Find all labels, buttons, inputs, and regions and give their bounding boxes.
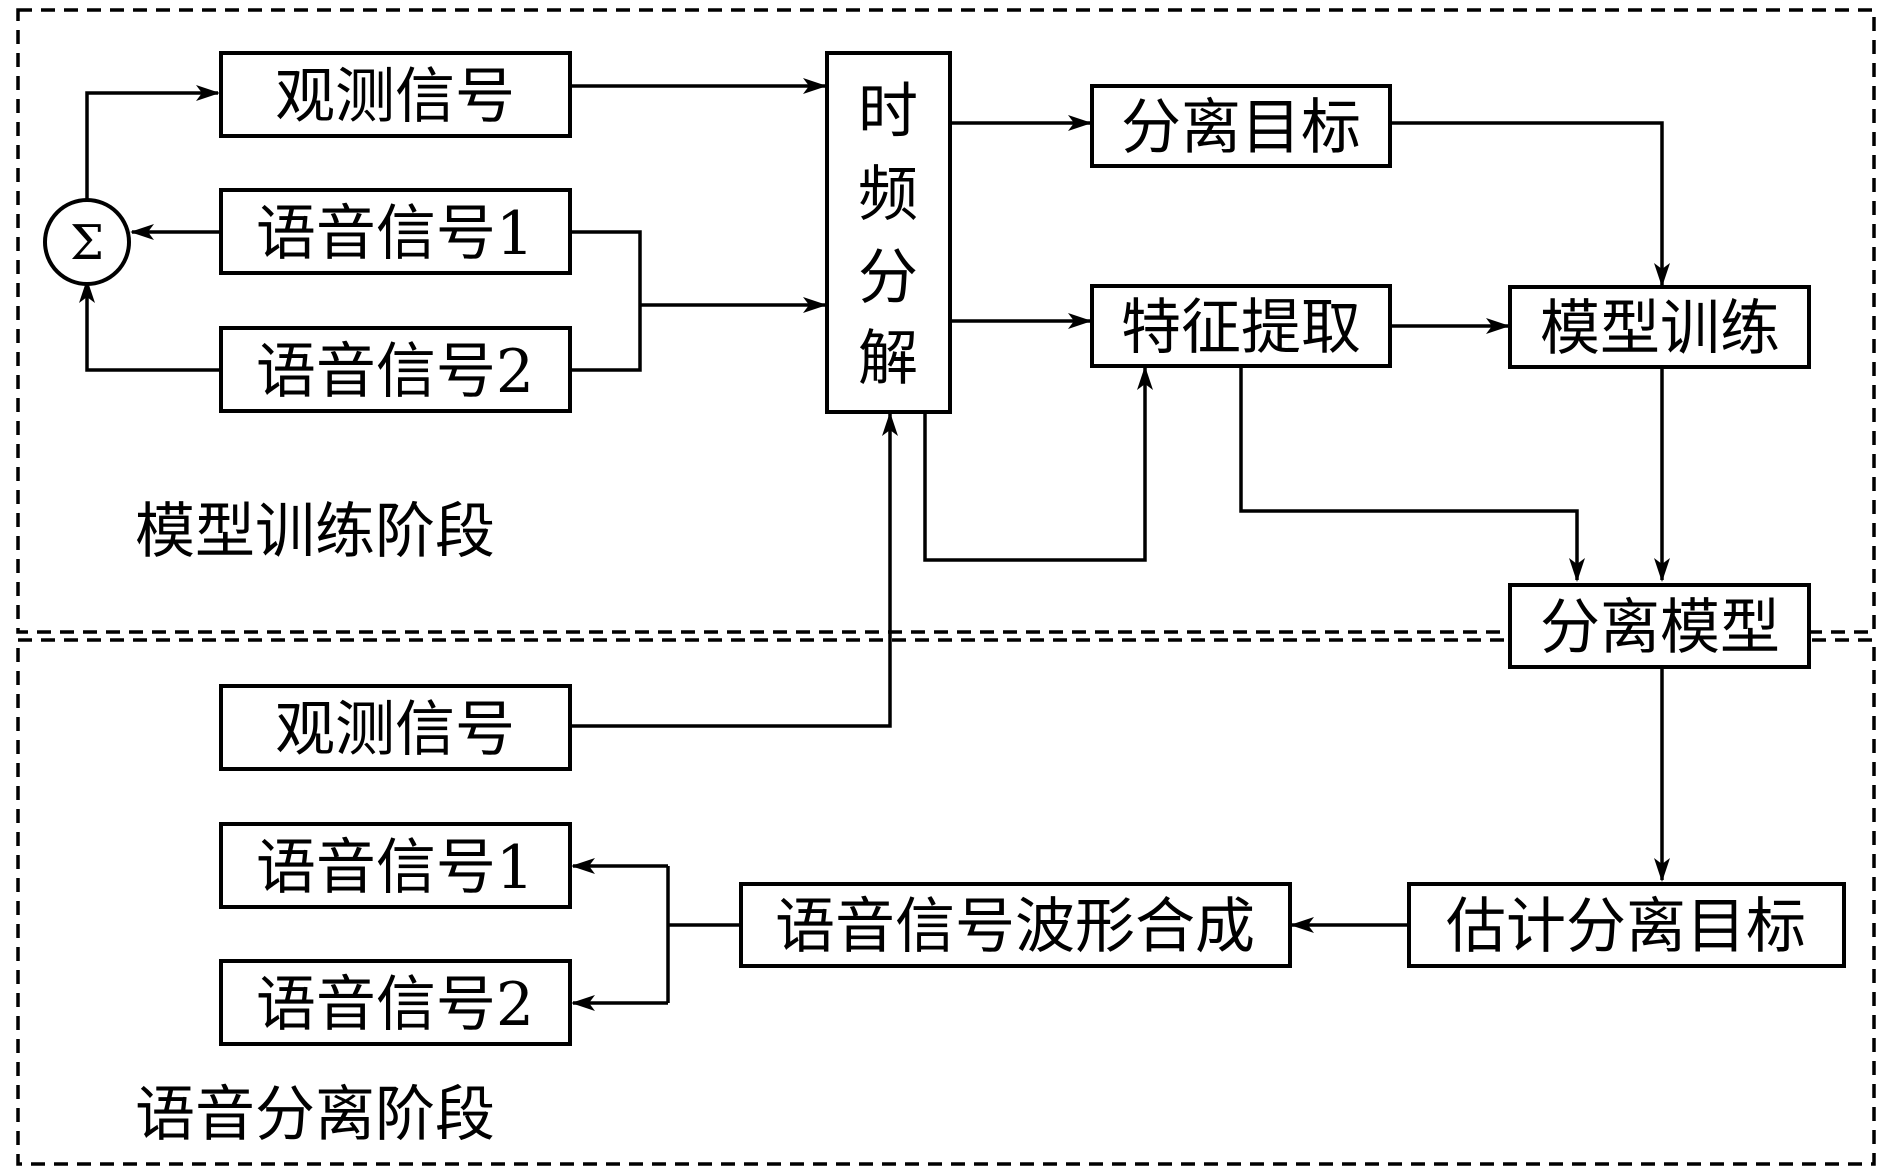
node-separation-model: 分离模型 — [1508, 583, 1811, 669]
edge-target-to-train — [1390, 121, 1670, 287]
separation-stage-frame — [16, 638, 1876, 1166]
node-speech1-bottom: 语音信号1 — [219, 822, 572, 909]
node-speech1-top: 语音信号1 — [219, 188, 572, 275]
node-separation-target-label: 分离目标 — [1121, 93, 1361, 163]
node-speech2-top-label: 语音信号2 — [256, 337, 534, 407]
node-model-training-label: 模型训练 — [1540, 294, 1780, 364]
training-stage-frame — [16, 8, 1876, 634]
node-observed-top: 观测信号 — [219, 51, 572, 138]
edge-observed-bottom-to-tf — [570, 412, 898, 728]
separation-stage-label: 语音分离阶段 — [135, 1080, 495, 1150]
tf-char-3: 分 — [858, 243, 918, 313]
node-feature-extraction-label: 特征提取 — [1121, 293, 1361, 363]
sum-symbol: Σ — [70, 215, 104, 271]
node-feature-extraction: 特征提取 — [1090, 284, 1392, 368]
node-observed-bottom-label: 观测信号 — [275, 695, 515, 765]
edge-feature-to-model — [1239, 366, 1585, 582]
node-waveform-synthesis-label: 语音信号波形合成 — [775, 892, 1255, 962]
training-stage-label: 模型训练阶段 — [135, 497, 495, 567]
node-observed-bottom: 观测信号 — [219, 684, 572, 771]
node-estimated-target: 估计分离目标 — [1407, 882, 1846, 968]
node-speech2-bottom: 语音信号2 — [219, 959, 572, 1046]
tf-char-4: 解 — [858, 324, 918, 394]
node-model-training: 模型训练 — [1508, 285, 1811, 369]
edge-speech-merge — [570, 230, 642, 372]
node-estimated-target-label: 估计分离目标 — [1446, 892, 1806, 962]
edge-sum-to-observed — [85, 85, 220, 203]
sum-junction: Σ — [43, 198, 131, 286]
node-speech1-bottom-label: 语音信号1 — [256, 833, 534, 903]
tf-char-1: 时 — [858, 77, 918, 147]
node-waveform-synthesis: 语音信号波形合成 — [739, 882, 1292, 968]
tf-char-2: 频 — [858, 160, 918, 230]
node-separation-target: 分离目标 — [1090, 84, 1392, 168]
edge-tf-to-feature-below — [923, 366, 1153, 562]
node-speech2-top: 语音信号2 — [219, 326, 572, 413]
node-separation-model-label: 分离模型 — [1540, 593, 1780, 663]
edge-speech2-to-sum — [79, 279, 221, 372]
node-speech1-top-label: 语音信号1 — [256, 199, 534, 269]
node-tf-decomposition: 时 频 分 解 — [825, 51, 952, 414]
node-speech2-bottom-label: 语音信号2 — [256, 970, 534, 1040]
node-observed-top-label: 观测信号 — [275, 62, 515, 132]
